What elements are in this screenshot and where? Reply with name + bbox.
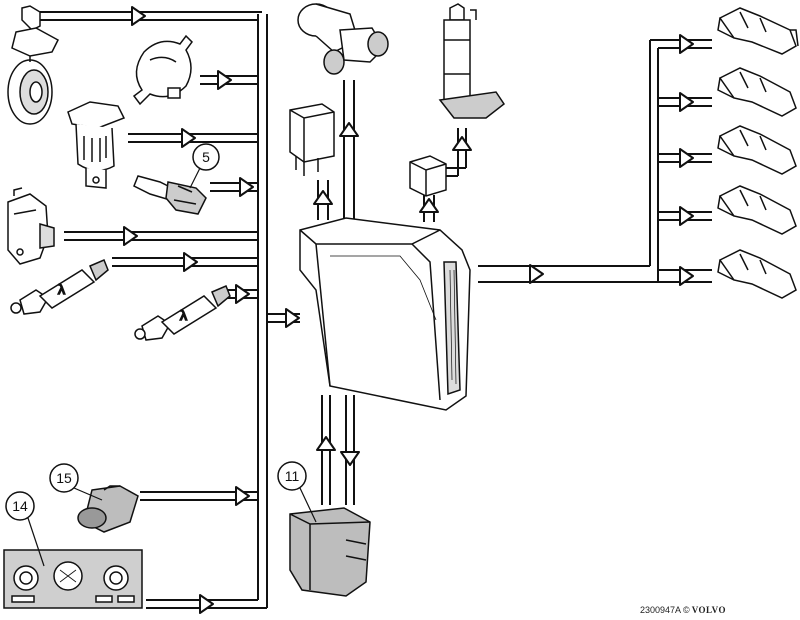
engine-control-module-icon — [299, 217, 471, 411]
main-relay-icon — [289, 103, 335, 176]
fuel-injector-icon-4 — [717, 185, 797, 235]
callout-5-label: 5 — [202, 149, 210, 165]
fuel-pump-icon — [438, 3, 506, 119]
fuel-injector-icon-2 — [717, 67, 797, 117]
injectors-group — [717, 7, 799, 299]
callout-5: 5 — [189, 143, 220, 189]
air-mass-meter-icon — [67, 101, 126, 189]
lambda-symbol-2: λ — [180, 307, 187, 323]
idle-valve-icon — [297, 3, 389, 75]
figure-reference: 2300947A © VOLVO — [640, 603, 795, 617]
fuel-pump-relay-icon — [409, 155, 447, 197]
sensor-15-icon — [77, 485, 139, 533]
fuel-injector-icon-3 — [717, 125, 797, 175]
callout-15: 15 — [49, 463, 103, 501]
lambda-sensor-2-icon: λ — [134, 285, 231, 341]
throttle-sensor-icon — [132, 34, 193, 106]
callout-14: 14 — [5, 491, 45, 567]
module-11-icon — [289, 507, 371, 597]
callout-14-label: 14 — [12, 498, 28, 514]
callout-11: 11 — [277, 461, 317, 523]
figure-code: 2300947A — [640, 605, 682, 615]
climate-control-panel-icon — [3, 549, 143, 609]
lambda-sensor-1-icon: λ — [10, 259, 109, 315]
pressure-sensor-icon — [7, 187, 55, 265]
injector-arrowheads — [529, 34, 694, 286]
copyright-symbol: © — [683, 605, 690, 615]
brand-logo: VOLVO — [691, 605, 727, 615]
fuel-injector-icon-1 — [717, 7, 799, 55]
callout-15-label: 15 — [56, 470, 72, 486]
temperature-sensor-icon — [133, 175, 207, 215]
lambda-symbol: λ — [58, 281, 65, 297]
callout-11-label: 11 — [285, 468, 300, 484]
injector-bus — [478, 39, 712, 283]
fuel-injector-icon-5 — [717, 249, 797, 299]
crankshaft-sensor-icon — [7, 5, 59, 125]
